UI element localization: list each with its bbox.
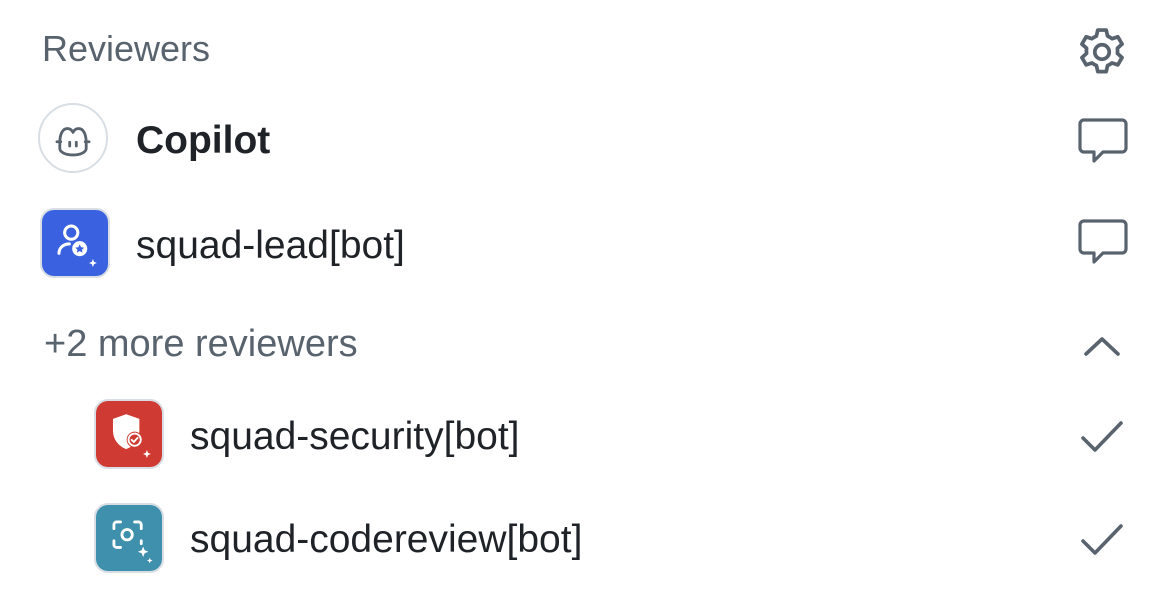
user-star-sparkle-icon [42,210,108,276]
check-icon [1081,421,1123,452]
reviewer-name[interactable]: squad-lead[bot] [136,224,405,267]
collapse-button[interactable] [1080,330,1124,362]
reviewer-row-squad-security: squad-security[bot] [0,397,1175,477]
more-reviewers-toggle[interactable]: +2 more reviewers [44,323,358,365]
reviewer-row-squad-lead: squad-lead[bot] [0,205,1175,285]
approved-status [1078,417,1126,457]
comment-icon [1078,219,1128,264]
reviewer-row-copilot: Copilot [0,100,1175,180]
settings-button[interactable] [1074,24,1130,80]
reviewer-row-squad-codereview: squad-codereview[bot] [0,501,1175,581]
squad-lead-avatar[interactable] [40,208,110,278]
shield-check-sparkle-icon [96,401,162,467]
copilot-icon [55,127,91,157]
squad-security-avatar[interactable] [94,399,164,469]
focus-scan-sparkle-icon [96,505,162,571]
reviewer-name[interactable]: Copilot [136,119,271,162]
comment-button[interactable] [1076,217,1130,269]
reviewer-name[interactable]: squad-security[bot] [190,415,520,458]
chevron-up-icon [1084,337,1120,356]
squad-codereview-avatar[interactable] [94,503,164,573]
reviewer-name[interactable]: squad-codereview[bot] [190,518,583,561]
gear-icon [1080,28,1124,74]
reviewers-heading: Reviewers [42,28,211,69]
copilot-avatar[interactable] [38,103,108,173]
comment-button[interactable] [1076,116,1130,168]
check-icon [1081,524,1123,555]
comment-icon [1078,118,1128,163]
approved-status [1078,520,1126,560]
